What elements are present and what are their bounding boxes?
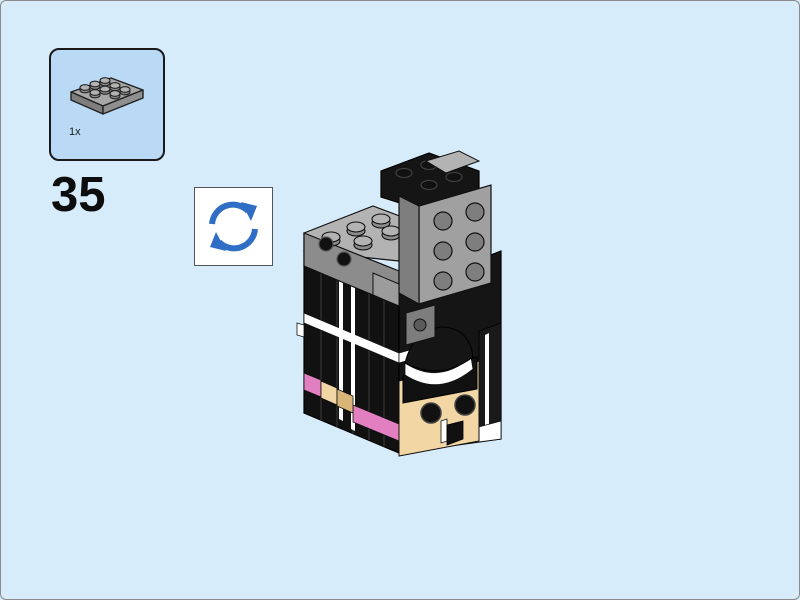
- part-quantity: 1x: [69, 126, 81, 138]
- plate-2x4-grey-icon: [70, 77, 144, 115]
- step-number: 35: [51, 168, 106, 222]
- brickheadz-model-icon: [296, 150, 502, 457]
- parts-callout: 1x: [49, 48, 165, 161]
- rotate-model-button[interactable]: [194, 187, 273, 266]
- rotate-arrows-icon: [209, 201, 258, 252]
